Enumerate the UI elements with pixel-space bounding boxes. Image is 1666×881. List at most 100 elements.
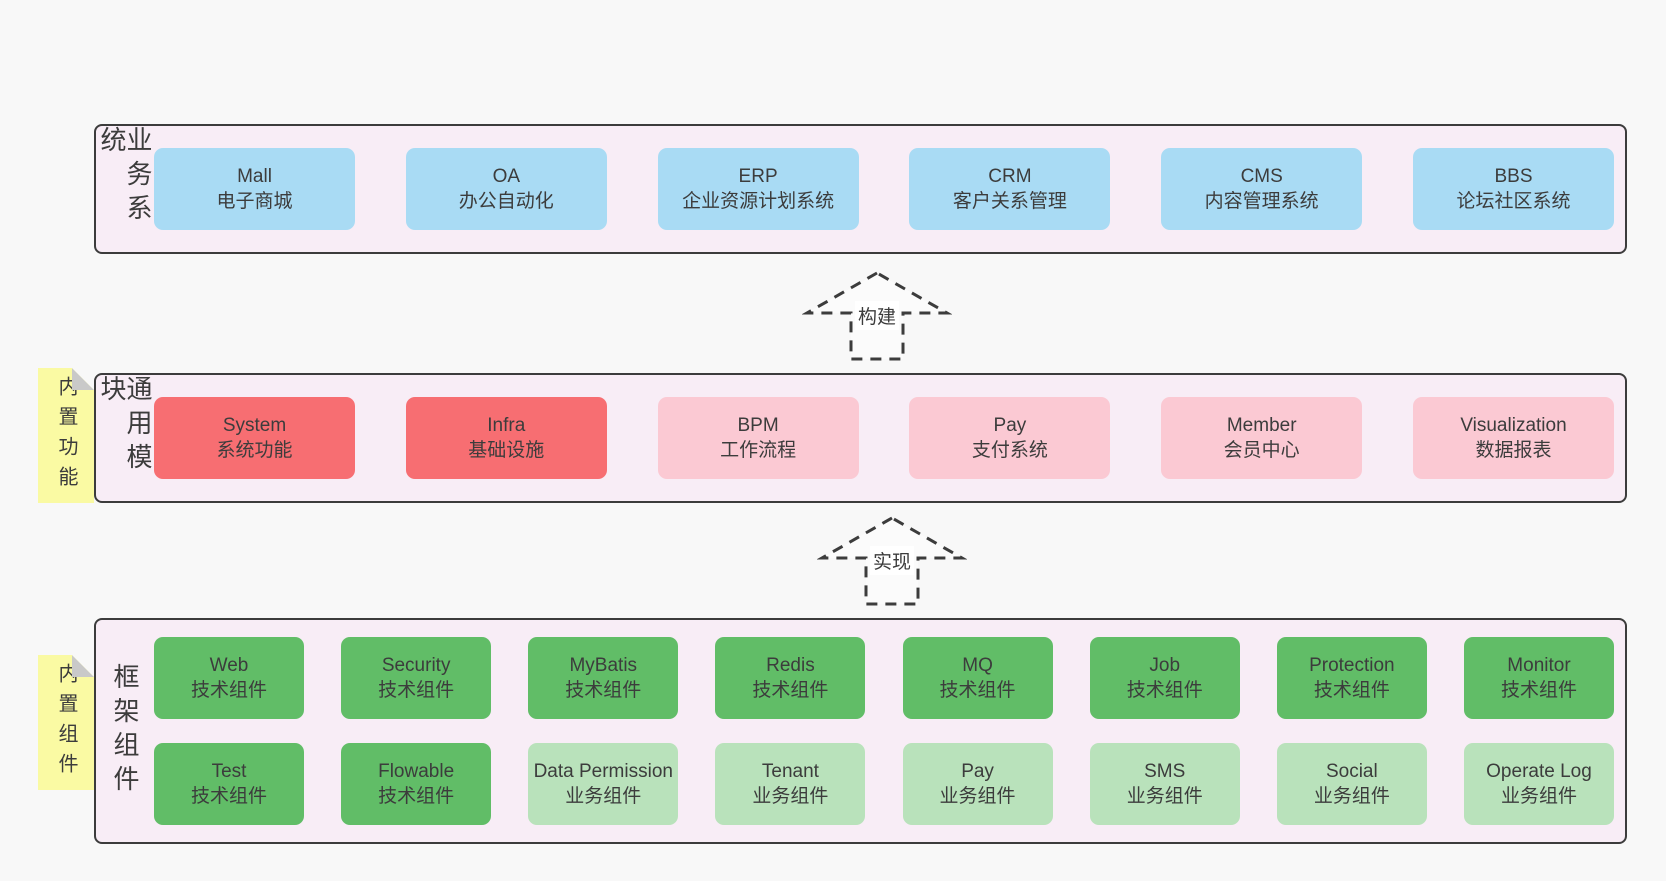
module-name: Pay [993,415,1027,436]
component-row-bottom: Test 技术组件 Flowable 技术组件 Data Permission 业务组件 T… [154,743,1614,825]
module-subtitle: 技术组件 [1500,680,1577,701]
module-subtitle: 企业资源计划系统 [682,191,835,212]
module-name: SMS [1144,761,1186,782]
sticky-tag-built-in-components: 内置组件 [38,655,94,790]
module-subtitle: 数据报表 [1475,440,1552,461]
module-box-test: Test 技术组件 [154,743,304,825]
module-name: Operate Log [1486,761,1592,782]
module-subtitle: 技术组件 [378,680,455,701]
module-subtitle: 支付系统 [971,440,1048,461]
layer-common-modules: 通用模块 System 系统功能 Infra 基础设施 BPM 工作流程 Pay 支付系统 Me… [94,373,1627,503]
layer-title-common-modules: 通用模块 [97,375,153,477]
module-box-protection: Protection 技术组件 [1276,637,1427,719]
module-subtitle: 技术组件 [1313,680,1390,701]
module-box-erp: ERP 企业资源计划系统 [657,148,859,230]
sticky-tag-built-in-features: 内置功能 [38,368,94,503]
module-box-mall: Mall 电子商城 [154,148,355,230]
module-box-member: Member 会员中心 [1161,397,1363,479]
module-name: Protection [1309,655,1395,676]
module-name: Mall [237,166,272,187]
module-box-visualization: Visualization 数据报表 [1412,397,1614,479]
module-name: Data Permission [533,761,673,782]
module-name: CMS [1240,166,1283,187]
module-box-data-permission: Data Permission 业务组件 [528,743,679,825]
module-box-mq: MQ 技术组件 [902,637,1053,719]
module-subtitle: 技术组件 [565,680,642,701]
module-name: Monitor [1507,655,1571,676]
module-box-mybatis: MyBatis 技术组件 [528,637,679,719]
module-subtitle: 论坛社区系统 [1456,191,1571,212]
module-box-social: Social 业务组件 [1276,743,1427,825]
module-name: Tenant [761,761,819,782]
module-name: Infra [487,415,526,436]
module-subtitle: 技术组件 [939,680,1016,701]
module-box-redis: Redis 技术组件 [715,637,866,719]
module-subtitle: 办公自动化 [458,191,554,212]
module-name: Web [209,655,249,676]
module-name: ERP [738,166,778,187]
module-name: Test [211,761,247,782]
module-subtitle: 会员中心 [1223,440,1300,461]
module-name: Pay [961,761,994,782]
module-subtitle: 技术组件 [378,786,455,807]
module-box-monitor: Monitor 技术组件 [1463,637,1614,719]
business-systems-boxes: Mall 电子商城 OA 办公自动化 ERP 企业资源计划系统 CRM 客户关系管理 CMS 内容… [154,126,1625,252]
module-subtitle: 电子商城 [216,191,293,212]
layer-title-business-systems: 业务系统 [97,126,153,228]
module-subtitle: 业务组件 [565,786,642,807]
module-box-bpm: BPM 工作流程 [657,397,859,479]
module-name: System [222,415,287,436]
module-name: Redis [766,655,815,676]
module-box-crm: CRM 客户关系管理 [909,148,1111,230]
module-subtitle: 业务组件 [1500,786,1577,807]
module-name: MQ [962,655,993,676]
module-box-job: Job 技术组件 [1089,637,1240,719]
module-box-oa: OA 办公自动化 [405,148,607,230]
module-box-operate-log: Operate Log 业务组件 [1463,743,1614,825]
module-box-flowable: Flowable 技术组件 [341,743,492,825]
arrow-build: 构建 [802,270,952,362]
module-box-infra: Infra 基础设施 [405,397,607,479]
module-subtitle: 技术组件 [752,680,829,701]
module-name: Job [1149,655,1181,676]
module-box-pay: Pay 业务组件 [902,743,1053,825]
module-name: MyBatis [569,655,638,676]
module-box-sms: SMS 业务组件 [1089,743,1240,825]
module-subtitle: 技术组件 [190,786,267,807]
module-box-security: Security 技术组件 [341,637,492,719]
module-subtitle: 业务组件 [1126,786,1203,807]
folded-corner-icon [72,655,94,677]
module-subtitle: 技术组件 [190,680,267,701]
module-name: BBS [1494,166,1533,187]
module-subtitle: 工作流程 [720,440,797,461]
module-subtitle: 业务组件 [1313,786,1390,807]
folded-corner-icon [72,368,94,390]
layer-business-systems: 业务系统 Mall 电子商城 OA 办公自动化 ERP 企业资源计划系统 CRM 客户关系管理… [94,124,1627,254]
module-subtitle: 业务组件 [939,786,1016,807]
module-subtitle: 技术组件 [1126,680,1203,701]
module-subtitle: 基础设施 [468,440,545,461]
module-box-system: System 系统功能 [154,397,355,479]
module-name: Security [381,655,451,676]
module-name: OA [492,166,521,187]
module-name: CRM [988,166,1032,187]
layer-title-framework-components: 框架组件 [110,663,140,799]
module-name: Member [1226,415,1297,436]
arrow-implement: 实现 [817,515,967,607]
module-subtitle: 系统功能 [216,440,293,461]
module-subtitle: 客户关系管理 [952,191,1067,212]
module-name: Social [1325,761,1378,782]
module-name: BPM [737,415,779,436]
module-box-cms: CMS 内容管理系统 [1161,148,1363,230]
module-box-bbs: BBS 论坛社区系统 [1412,148,1614,230]
module-name: Flowable [378,761,455,782]
arrow-label: 实现 [869,546,915,575]
common-modules-boxes: System 系统功能 Infra 基础设施 BPM 工作流程 Pay 支付系统 Member 会… [154,375,1625,501]
module-name: Visualization [1460,415,1567,436]
module-subtitle: 内容管理系统 [1204,191,1319,212]
